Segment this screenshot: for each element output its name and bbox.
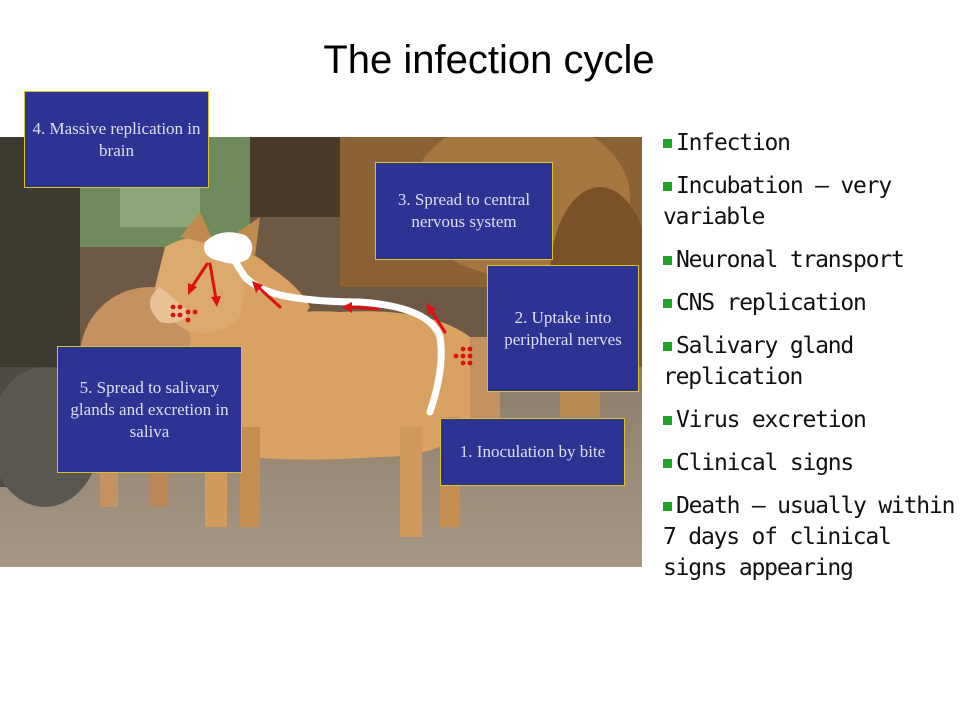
bullet-item: Incubation – very variable: [663, 173, 892, 230]
bullet-item: Virus excretion: [663, 405, 960, 436]
bullet-square-icon: [663, 139, 672, 148]
bullet-item: CNS replication: [663, 288, 960, 319]
bullet-square-icon: [663, 299, 672, 308]
bullet-item: Infection: [663, 128, 960, 159]
bullet-square-icon: [663, 416, 672, 425]
bullet-square-icon: [663, 182, 672, 191]
bullet-item: Clinical signs: [663, 448, 960, 479]
bullet-square-icon: [663, 502, 672, 511]
bullet-square-icon: [663, 342, 672, 351]
bullet-item: Salivary gland replication: [663, 333, 854, 390]
bullet-square-icon: [663, 459, 672, 468]
bullet-item: Death – usually within 7 days of clinica…: [663, 493, 955, 581]
label-step1: 1. Inoculation by bite: [440, 418, 625, 486]
label-step5: 5. Spread to salivary glands and excreti…: [57, 346, 242, 473]
label-step2: 2. Uptake into peripheral nerves: [487, 265, 639, 392]
bullet-square-icon: [663, 256, 672, 265]
slide-title: The infection cycle: [323, 38, 655, 82]
bullet-item: Neuronal transport: [663, 245, 960, 276]
label-step3: 3. Spread to central nervous system: [375, 162, 553, 260]
label-step4: 4. Massive replication in brain: [24, 91, 209, 188]
bullet-list: Infection Incubation – very variable Neu…: [663, 128, 960, 596]
